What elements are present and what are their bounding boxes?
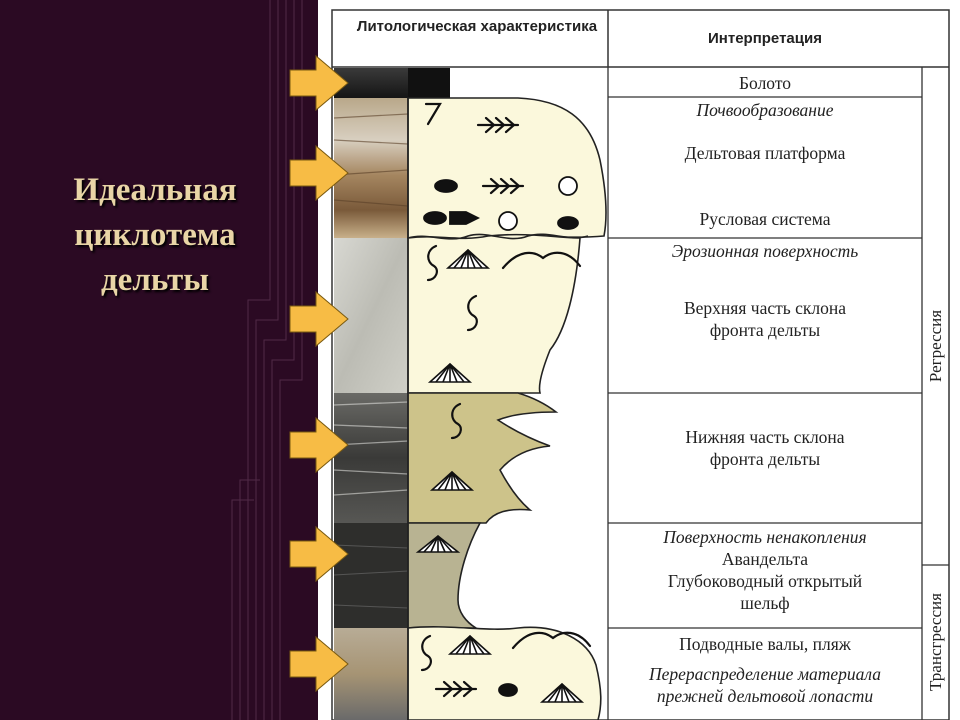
arrow-column	[289, 54, 349, 693]
pebble-icon	[498, 211, 518, 231]
pebble-icon	[498, 683, 518, 697]
shell-icon	[447, 634, 493, 655]
arrow-right-icon	[289, 144, 349, 202]
arrow-right-icon	[289, 54, 349, 112]
pebble-icons	[423, 176, 579, 697]
label-transgression: Трансгрессия	[926, 593, 945, 691]
pebble-icon	[423, 211, 447, 225]
table-frame	[331, 9, 950, 720]
pebble-icon	[558, 176, 578, 196]
lithology-profile	[407, 97, 607, 720]
shell-icon	[445, 248, 491, 269]
core-photo-column	[333, 68, 450, 720]
title-line-2: циклотема	[74, 217, 236, 253]
diagram-panel: Литологическая характеристика Интерпрета…	[318, 0, 960, 720]
burrow-icon	[420, 634, 432, 672]
label-regression: Регрессия	[926, 309, 945, 383]
plant-icon	[481, 177, 525, 195]
arrow-right-icon	[289, 416, 349, 474]
arrow-right-icon	[289, 635, 349, 693]
shell-icons	[415, 248, 585, 703]
shell-icon	[429, 470, 475, 491]
header-interpretation: Интерпретация	[708, 30, 822, 47]
interp-erosion-surface: Эрозионная поверхность	[671, 241, 859, 261]
header-lithology: Литологическая характеристика	[356, 18, 598, 35]
shell-icon	[539, 682, 585, 703]
title-line-3: дельты	[100, 262, 210, 298]
burrow-icon	[466, 294, 478, 332]
interpretation-grid	[607, 67, 949, 720]
burrow-icon	[426, 244, 438, 282]
interp-swamp: Болото	[739, 73, 791, 93]
interp-delta-platform: Дельтовая платформа	[684, 143, 846, 163]
cyclothem-diagram	[331, 9, 950, 720]
shell-icon	[427, 362, 473, 383]
background-decoration	[231, 0, 303, 720]
root-icon	[424, 102, 442, 126]
arrow-right-icon	[289, 290, 349, 348]
plant-icon	[434, 680, 478, 698]
interp-bars-beach: Подводные валы, пляж	[679, 634, 851, 654]
fossil-icons	[420, 102, 592, 698]
arrow-right-icon	[449, 211, 481, 225]
plant-icon	[476, 116, 520, 134]
interp-soil-formation: Почвообразование	[696, 100, 834, 120]
interp-channel-system: Русловая система	[699, 209, 831, 229]
slide-title: Идеальная циклотема дельты	[40, 168, 270, 303]
interp-non-deposition-surface: Поверхность ненакопления	[663, 527, 867, 547]
arrow-right-icon	[289, 525, 349, 583]
shell-icon	[415, 534, 461, 553]
pebble-icon	[434, 179, 458, 193]
pebble-icon	[557, 216, 579, 230]
title-line-1: Идеальная	[73, 172, 237, 208]
burrow-icon	[450, 402, 462, 440]
